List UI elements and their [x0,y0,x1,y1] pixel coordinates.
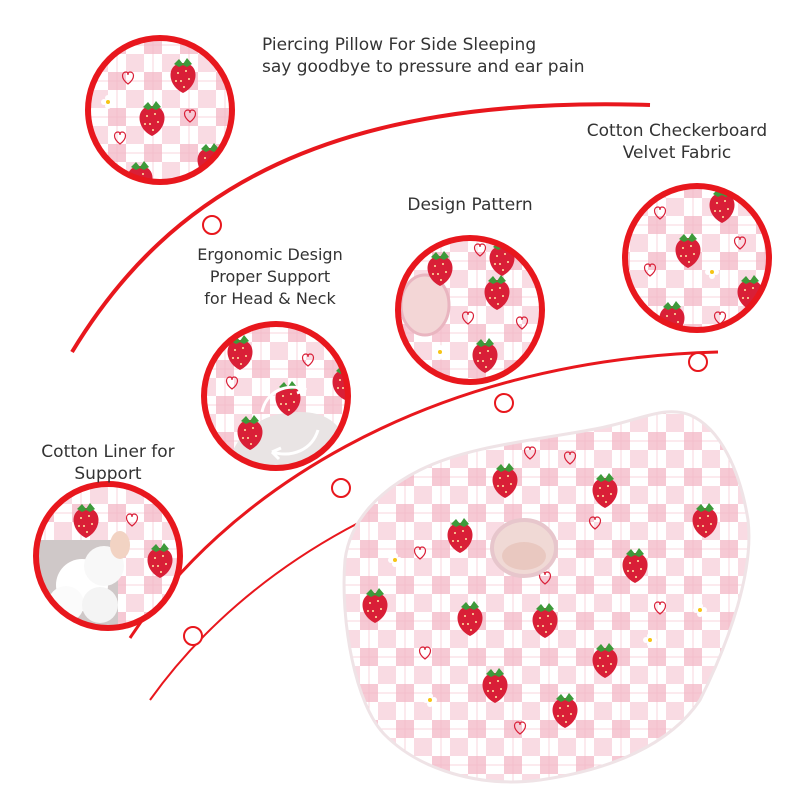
caption-ergonomic: Ergonomic Design Proper Support for Head… [190,244,350,310]
caption-top: Piercing Pillow For Side Sleeping say go… [262,34,585,78]
caption-liner-line-1: Cotton Liner for [41,442,175,462]
caption-liner: Cotton Liner for Support [28,441,188,485]
zoom-circle-design-pattern [398,238,542,382]
arc-node [331,478,351,498]
caption-pattern-line-1: Design Pattern [407,195,533,215]
arc-node [494,393,514,413]
caption-top-line-1: Piercing Pillow For Side Sleeping [262,35,537,55]
zoom-circle-fabric-right [625,186,769,330]
zoom-circle-ergonomic [204,324,348,468]
zoom-circle-cotton-liner [36,484,180,628]
caption-fabric-line-2: Velvet Fabric [622,143,732,163]
zoom-circle-fabric-top [88,38,232,182]
caption-ergonomic-line-2: Proper Support [209,267,331,286]
caption-ergonomic-line-1: Ergonomic Design [197,245,343,264]
pillow-product-image [342,410,751,784]
rotate-arrows-icon [260,382,320,461]
arc-node [202,215,222,235]
caption-ergonomic-line-3: for Head & Neck [204,289,336,308]
arc-top [70,102,651,354]
arc-node [183,626,203,646]
arc-node [688,352,708,372]
caption-pattern: Design Pattern [390,194,550,216]
caption-fabric-line-1: Cotton Checkerboard [586,121,768,141]
caption-liner-line-2: Support [74,464,142,484]
caption-top-line-2: say goodbye to pressure and ear pain [262,57,585,77]
caption-fabric: Cotton Checkerboard Velvet Fabric [572,120,782,164]
